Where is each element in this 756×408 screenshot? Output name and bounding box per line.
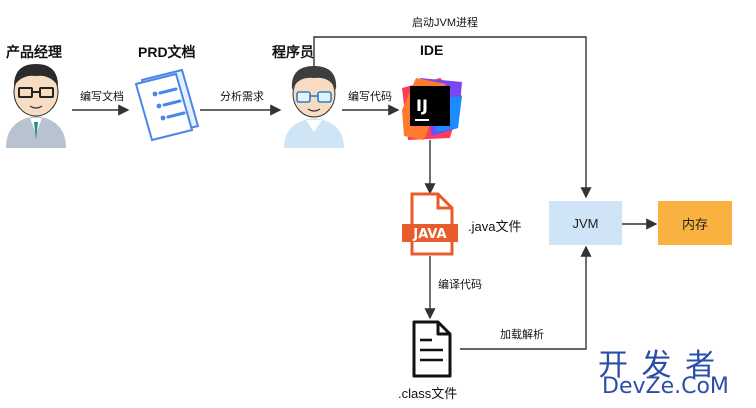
edge-load-parse — [460, 245, 592, 350]
java-file-icon: JAVA — [402, 192, 458, 256]
edge-start-jvm — [313, 36, 592, 199]
class-file-icon — [412, 320, 452, 378]
memory-box: 内存 — [658, 201, 732, 245]
programmer-avatar-icon — [284, 66, 344, 148]
product-manager-avatar-icon — [6, 64, 66, 148]
java-badge-text: JAVA — [412, 227, 446, 242]
start-jvm-label: 启动JVM进程 — [412, 17, 478, 29]
analyze-req-label: 分析需求 — [220, 91, 264, 103]
java-file-label: .java文件 — [468, 219, 522, 234]
write-doc-label: 编写文档 — [80, 91, 124, 103]
intellij-ide-icon: IJ — [402, 78, 462, 140]
ide-logo-text: IJ — [416, 96, 428, 115]
load-parse-label: 加载解析 — [500, 329, 544, 341]
compile-label: 编译代码 — [438, 279, 482, 291]
watermark-title: 开 发 者 — [598, 348, 718, 383]
write-code-label: 编写代码 — [348, 91, 392, 103]
product-manager-label: 产品经理 — [6, 44, 62, 60]
prd-document-icon — [134, 68, 200, 142]
jvm-box: JVM — [549, 201, 622, 245]
class-file-label: .class文件 — [398, 386, 458, 401]
watermark-site: DevZe.CoM — [602, 374, 729, 399]
ide-label: IDE — [420, 42, 444, 58]
prd-doc-label: PRD文档 — [138, 44, 196, 60]
programmer-label: 程序员 — [272, 44, 314, 60]
